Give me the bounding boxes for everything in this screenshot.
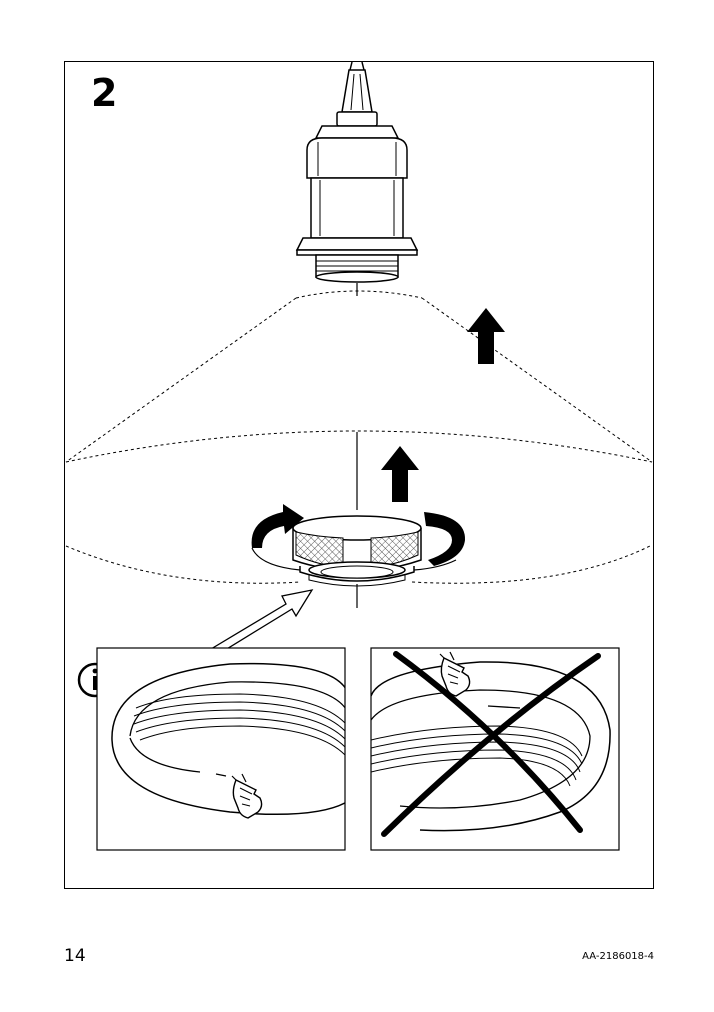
instruction-frame [64, 61, 654, 889]
detail-panel-wrong [370, 647, 620, 851]
lamp-socket [295, 61, 419, 296]
page-number: 14 [64, 946, 86, 966]
pointing-hand-icon [231, 773, 263, 819]
lamp-shade-outline [65, 290, 653, 584]
document-code: AA-2186018-4 [582, 951, 654, 962]
cross-out-icon [381, 651, 601, 837]
detail-panel-correct [96, 647, 346, 851]
threaded-ring [292, 515, 422, 587]
arrow-up-icon [381, 446, 419, 502]
arrow-up-icon [467, 308, 505, 364]
rotate-arrow-icon [251, 504, 466, 566]
step-number: 2 [91, 71, 118, 115]
